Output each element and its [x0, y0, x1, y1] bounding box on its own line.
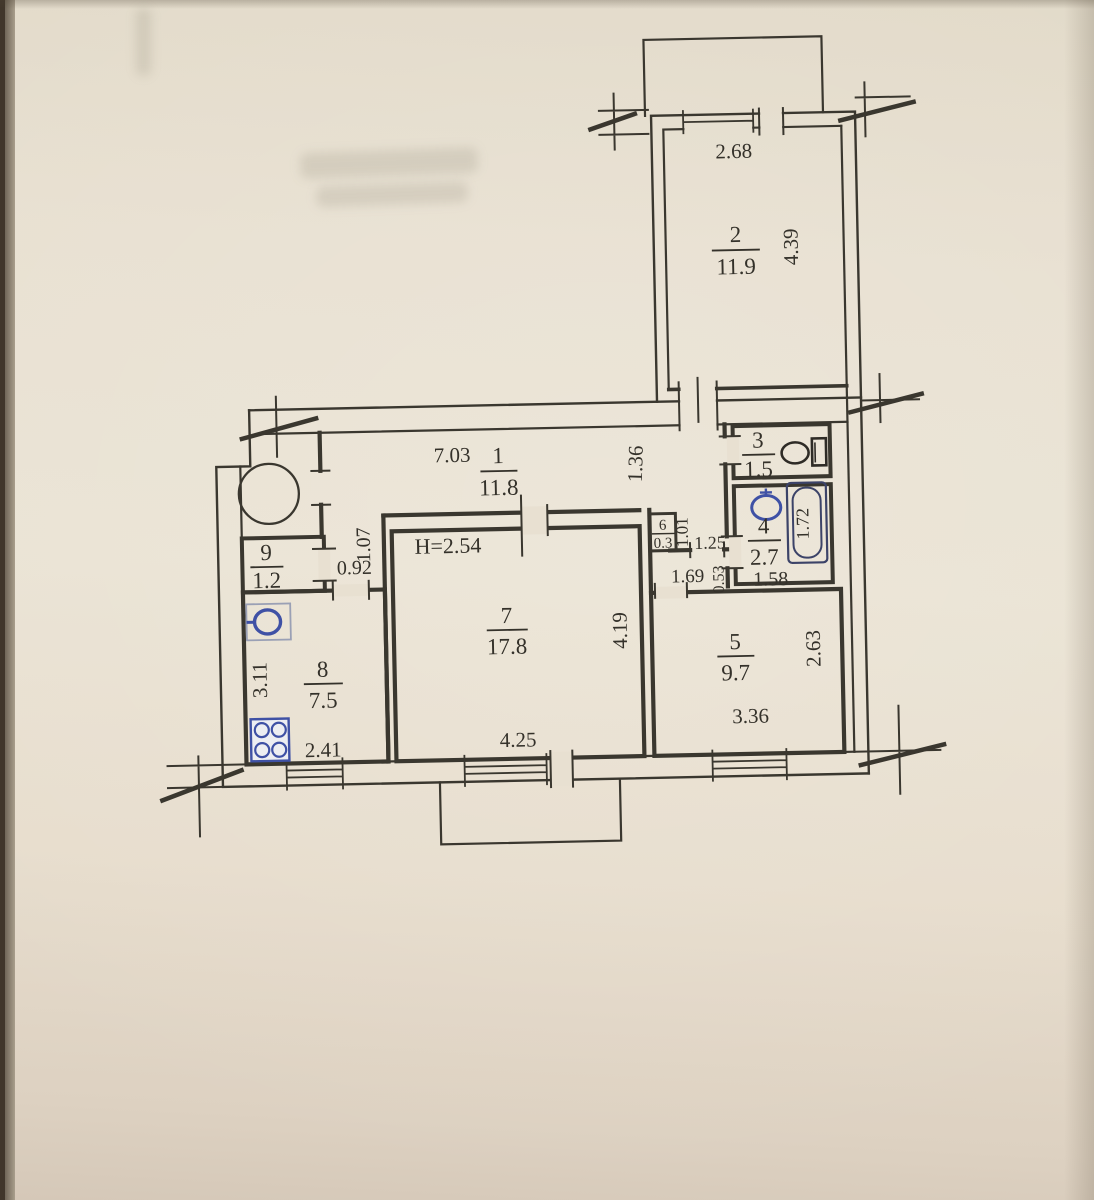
room5-window	[711, 748, 788, 782]
washbasin-icon	[750, 488, 783, 521]
room7-window	[463, 753, 548, 787]
toilet-icon	[780, 436, 828, 467]
photo-left-edge-dark	[0, 0, 5, 1200]
wc-bath-left-wall	[722, 422, 731, 589]
walls	[215, 35, 871, 846]
kitchen-sink-icon	[245, 602, 292, 642]
dim-corridor-opening: 1.25	[694, 532, 726, 553]
room8-area: 7.5	[309, 688, 338, 714]
room3-number: 3	[752, 428, 764, 453]
dim-tub-length: 1.72	[792, 508, 813, 540]
room4-area: 2.7	[750, 544, 779, 570]
room2-label: 2 11.9	[711, 222, 760, 280]
room4-label: 4 2.7	[747, 513, 781, 570]
photo-top-edge-shadow	[0, 0, 1094, 9]
room2-window	[682, 108, 755, 135]
room3-label: 3 1.5	[742, 428, 776, 482]
right-exterior-inner	[840, 124, 856, 753]
room5-area: 9.7	[721, 660, 750, 686]
room6-number: 6	[659, 518, 667, 534]
hall-room7-wall	[381, 507, 642, 518]
dim-hall-width: 1.36	[623, 445, 648, 482]
room7-number: 7	[500, 603, 512, 628]
dim-closet6-depth: 1.01	[672, 517, 692, 547]
bathtub-icon	[785, 481, 829, 565]
dim-hall-length: 7.03	[433, 443, 470, 468]
dim-kitchen-width: 2.41	[305, 737, 342, 762]
dim-bath-width: 1.58	[753, 568, 788, 591]
balcony-bottom-outline	[438, 777, 623, 846]
door-ticks	[310, 107, 785, 789]
room9-number: 9	[260, 540, 272, 565]
windows	[285, 108, 788, 791]
room3-area: 1.5	[744, 456, 773, 482]
photo-right-edge-shadow	[1064, 0, 1094, 1200]
dim-nook-width: 1.07	[353, 527, 376, 562]
axis-marks	[159, 81, 947, 838]
room8-number: 8	[317, 657, 329, 682]
room5-number: 5	[729, 629, 741, 654]
room6-label: 6 0.3	[651, 518, 675, 552]
dim-kitchen-door: 0.92	[337, 557, 372, 580]
dim-room5-width: 3.36	[732, 703, 769, 728]
dim-room2-depth: 4.39	[778, 228, 803, 265]
bleedthrough-smudge	[136, 8, 151, 76]
photo-left-edge-shadow	[5, 0, 15, 1200]
room1-area: 11.8	[479, 475, 519, 501]
room9-label: 9 1.2	[250, 540, 284, 594]
room2-bottom-wall	[666, 383, 849, 392]
gas-stove-icon	[249, 717, 291, 763]
room4-number: 4	[758, 513, 771, 538]
left-bottom-exterior-outer	[215, 409, 871, 789]
dim-room2-width: 2.68	[715, 139, 752, 164]
dim-corridor-width: 0.53	[710, 565, 728, 593]
dimension-labels: 2.68 4.39 7.03 1.36 1.07 0.92 1.01 1.2 5 …	[247, 139, 826, 762]
room8-label: 8 7.5	[303, 657, 343, 714]
living-room7-outline	[389, 523, 647, 764]
room-labels: 2 11.9 1 11.8 3 1.5 4 2.7	[250, 222, 781, 714]
door-openings	[318, 436, 742, 787]
room5-label: 5 9.7	[717, 629, 755, 686]
room7-area: 17.8	[487, 634, 528, 660]
closet-room6-outline	[647, 511, 678, 553]
room9-area: 1.2	[252, 568, 281, 594]
room2-exterior-outer	[649, 110, 871, 775]
nook-partition	[317, 430, 324, 539]
room1-number: 1	[492, 443, 504, 468]
room6-area: 0.3	[653, 535, 672, 551]
room7-label: 7 17.8	[487, 603, 528, 660]
balcony-top-outline	[642, 35, 825, 118]
dim-room7-width: 4.25	[499, 727, 536, 752]
bedroom-room5-outline	[648, 586, 847, 759]
room2-area: 11.9	[716, 254, 756, 280]
dim-corridor-length: 1.69	[671, 566, 705, 588]
room1-label: 1 11.8	[479, 443, 519, 501]
room2-number: 2	[730, 222, 742, 247]
dim-kitchen-depth: 3.11	[247, 662, 272, 698]
kitchen-window	[285, 757, 344, 791]
dim-room5-depth: 2.63	[801, 630, 826, 667]
ventilation-shaft-circle	[237, 462, 301, 526]
ceiling-height-label: H=2.54	[414, 532, 481, 558]
main-top-wall-outer	[247, 396, 863, 412]
dim-room7-depth: 4.19	[607, 612, 632, 649]
